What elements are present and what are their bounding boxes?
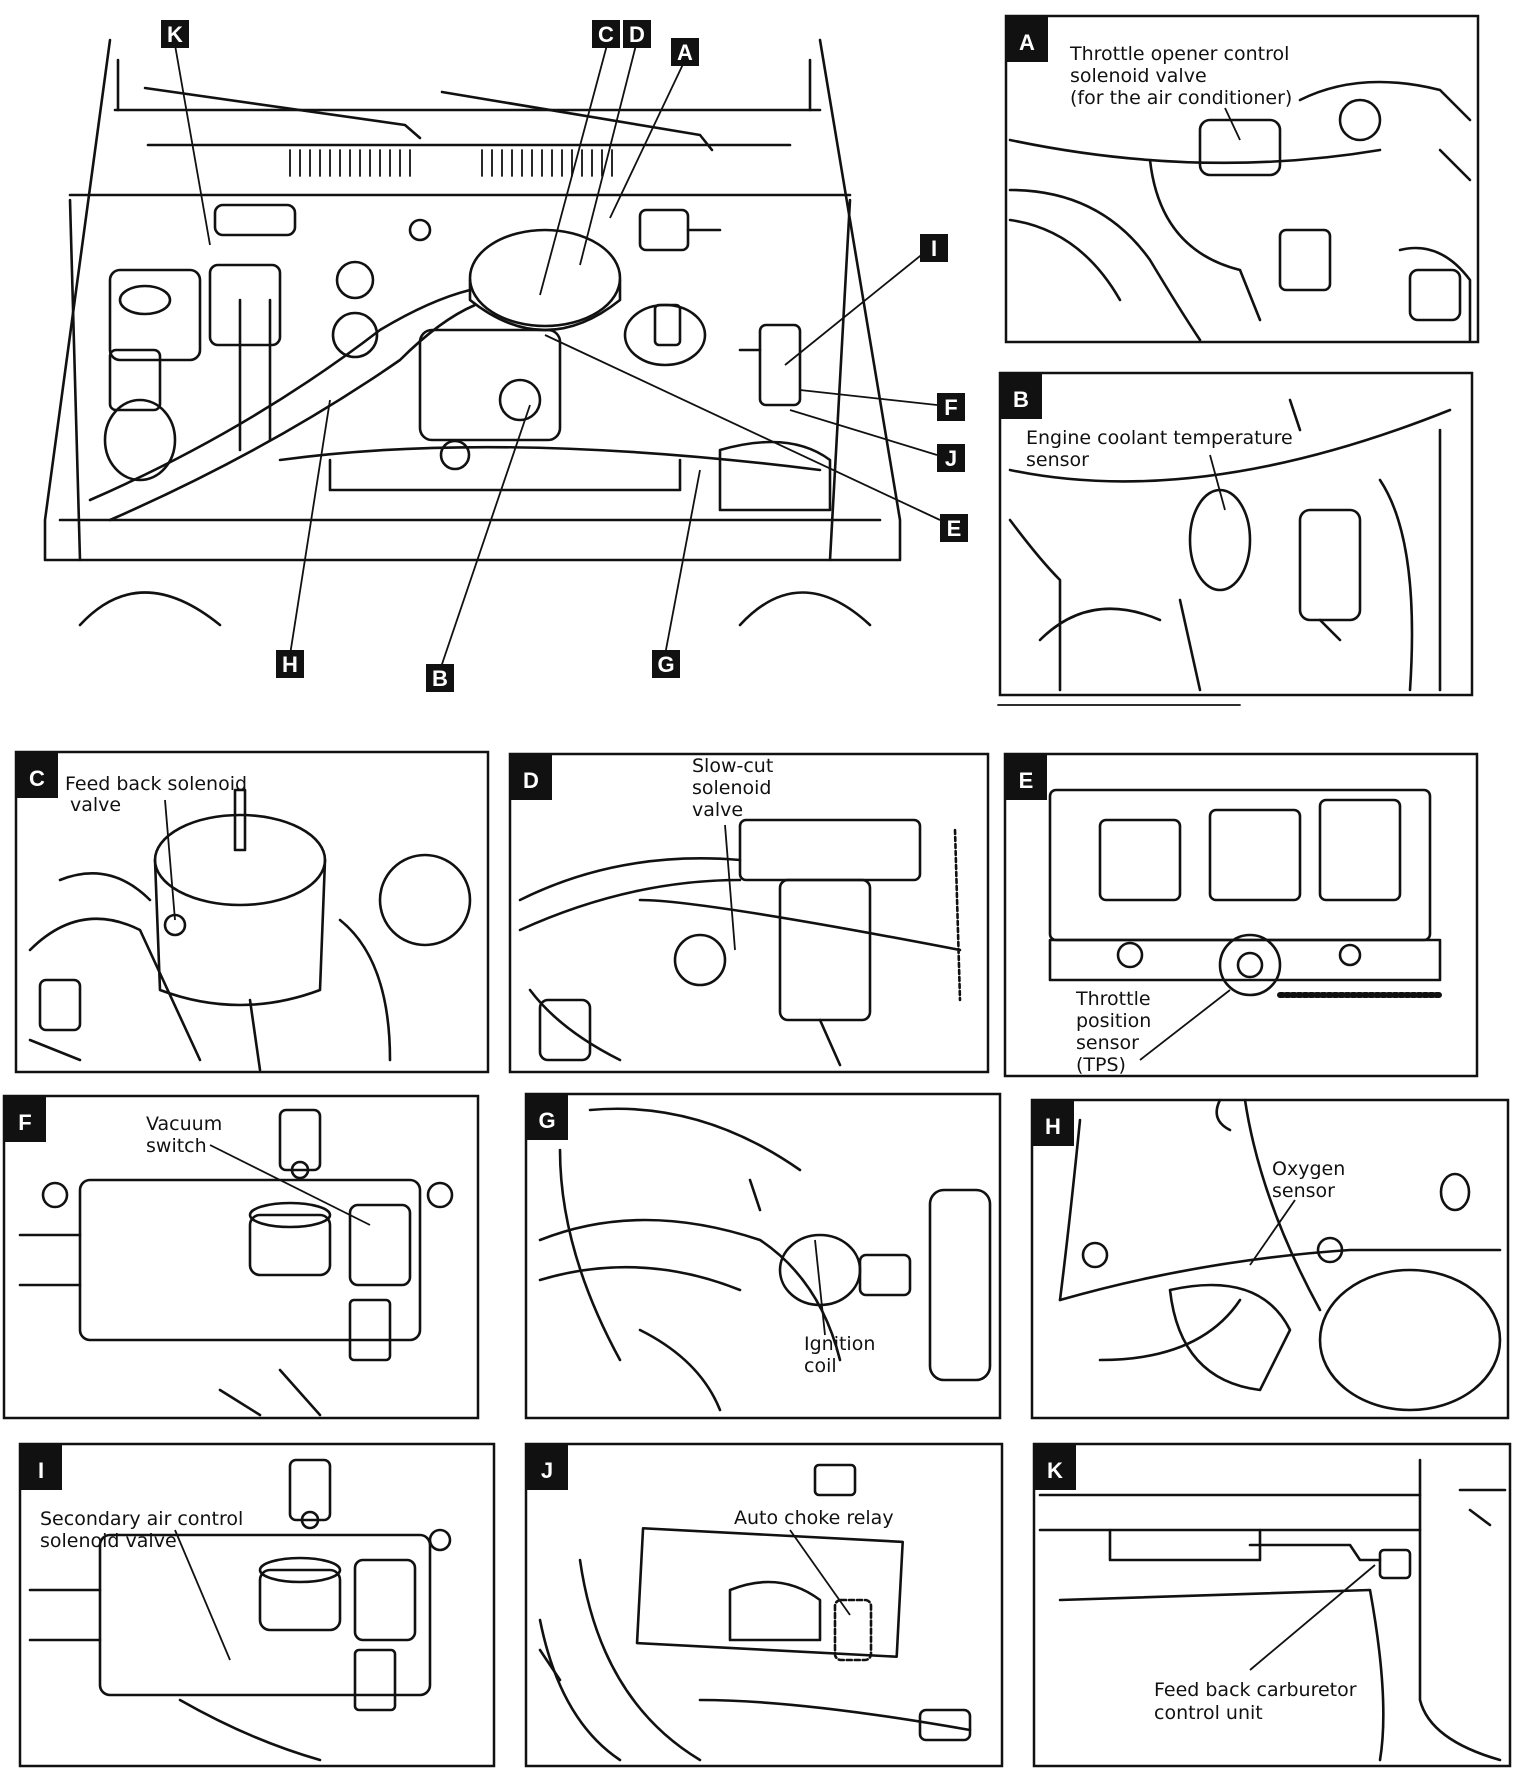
panel-d-caption-1: Slow-cut <box>692 755 773 777</box>
panel-a-drawing <box>1008 80 1472 342</box>
panel-h: H Oxygen sensor <box>1030 1098 1510 1420</box>
panel-g-caption-2: coil <box>804 1355 837 1377</box>
svg-text:K: K <box>167 22 183 47</box>
svg-text:A: A <box>1019 30 1035 55</box>
svg-text:C: C <box>598 22 614 47</box>
panel-e-caption-1: Throttle <box>1075 988 1151 1010</box>
svg-text:F: F <box>944 395 957 420</box>
panel-j-drawing <box>538 1463 972 1762</box>
engine-bay-overview: K C D A I F J E <box>43 20 968 692</box>
svg-text:J: J <box>945 446 957 471</box>
svg-text:E: E <box>1019 768 1034 793</box>
panel-k-caption-2: control unit <box>1154 1702 1263 1724</box>
svg-text:I: I <box>931 236 937 261</box>
panel-d: D Slow-cut solenoid valve <box>508 752 990 1074</box>
panel-k-drawing <box>1038 1458 1507 1762</box>
svg-text:H: H <box>282 652 298 677</box>
panel-f-caption-2: switch <box>146 1135 207 1157</box>
panel-c-caption-1: Feed back solenoid <box>65 773 247 795</box>
panel-c-caption-2: valve <box>70 794 121 816</box>
panel-h-caption-2: sensor <box>1272 1180 1335 1202</box>
panel-a-caption-1: Throttle opener control <box>1069 43 1289 65</box>
panel-b-caption-2: sensor <box>1026 449 1089 471</box>
svg-text:E: E <box>947 516 962 541</box>
svg-text:A: A <box>677 40 693 65</box>
panel-f-drawing <box>18 1108 454 1417</box>
panel-h-caption-1: Oxygen <box>1272 1158 1345 1180</box>
panel-d-drawing <box>518 818 962 1067</box>
panel-e-drawing <box>1048 788 1443 998</box>
svg-text:B: B <box>432 666 448 691</box>
svg-text:I: I <box>38 1458 44 1483</box>
overview-callout-c: C <box>592 20 620 48</box>
panel-b: B Engine coolant temperature sensor <box>998 371 1474 697</box>
overview-callout-h: H <box>276 650 304 678</box>
panel-a: A Throttle opener control solenoid valve… <box>1004 14 1480 344</box>
panel-g-drawing <box>538 1107 992 1412</box>
panel-i-caption-2: solenoid valve <box>40 1530 177 1552</box>
panel-c-drawing <box>28 788 472 1072</box>
panel-e-caption-4: (TPS) <box>1076 1054 1126 1076</box>
overview-callout-b: B <box>426 664 454 692</box>
svg-text:G: G <box>657 652 674 677</box>
overview-callout-e: E <box>940 514 968 542</box>
panel-e-caption-2: position <box>1076 1010 1151 1032</box>
svg-text:G: G <box>538 1108 555 1133</box>
panel-j-caption-1: Auto choke relay <box>734 1507 894 1529</box>
panel-c: C Feed back solenoid valve <box>14 750 490 1074</box>
panel-f-caption-1: Vacuum <box>146 1113 222 1135</box>
panel-i-drawing <box>28 1458 452 1762</box>
overview-callout-j: J <box>937 444 965 472</box>
panel-i: I Secondary air control solenoid valve <box>18 1442 496 1768</box>
panel-e: E Throttle position sensor (TPS) <box>1003 752 1479 1078</box>
panel-g: G Ignition coil <box>524 1092 1002 1420</box>
overview-callout-g: G <box>652 650 680 678</box>
svg-text:C: C <box>29 766 45 791</box>
panel-g-caption-1: Ignition <box>804 1333 875 1355</box>
panel-f: F Vacuum switch <box>2 1094 480 1420</box>
overview-callout-f: F <box>937 393 965 421</box>
svg-text:D: D <box>523 768 539 793</box>
overview-callout-k: K <box>161 20 189 48</box>
overview-callout-a: A <box>671 38 699 66</box>
panel-b-caption-1: Engine coolant temperature <box>1026 427 1293 449</box>
panel-k-caption-1: Feed back carburetor <box>1154 1679 1357 1701</box>
panel-e-caption-3: sensor <box>1076 1032 1139 1054</box>
svg-text:B: B <box>1013 387 1029 412</box>
svg-text:D: D <box>629 22 645 47</box>
svg-text:H: H <box>1045 1114 1061 1139</box>
panel-j: J Auto choke relay <box>524 1442 1004 1768</box>
svg-text:K: K <box>1047 1458 1063 1483</box>
svg-text:F: F <box>18 1110 31 1135</box>
panel-d-caption-2: solenoid <box>692 777 772 799</box>
panel-i-caption-1: Secondary air control <box>40 1508 243 1530</box>
overview-callout-d: D <box>623 20 651 48</box>
svg-text:J: J <box>541 1458 553 1483</box>
panel-a-caption-3: (for the air conditioner) <box>1070 87 1292 109</box>
panel-k: K Feed back carburetor control unit <box>1032 1442 1512 1768</box>
panel-a-caption-2: solenoid valve <box>1070 65 1207 87</box>
overview-callout-i: I <box>920 234 948 262</box>
panel-d-caption-3: valve <box>692 799 743 821</box>
panel-h-drawing <box>1058 1098 1502 1412</box>
